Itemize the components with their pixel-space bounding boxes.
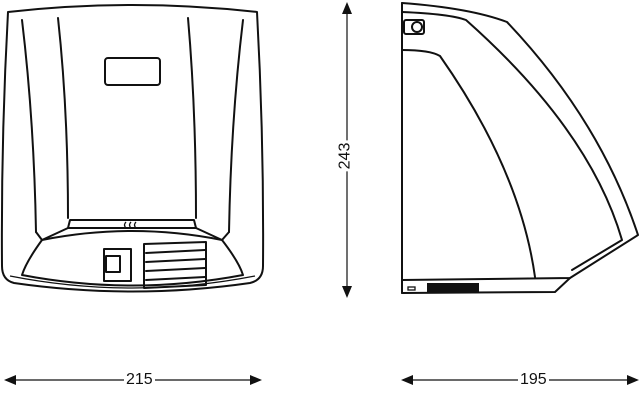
side-indicator xyxy=(407,286,416,291)
side-vent-grille xyxy=(427,283,479,292)
front-outline xyxy=(0,4,265,293)
bottom-edge-line xyxy=(9,275,256,289)
side-inner-curve xyxy=(401,11,623,271)
bottom-base-curve xyxy=(21,230,244,287)
vent-grille xyxy=(143,241,207,289)
side-view xyxy=(401,2,639,294)
width-label: 215 xyxy=(124,371,155,389)
right-side-panel-line xyxy=(228,19,244,233)
switch-housing xyxy=(103,248,132,282)
bottom-front-shelf xyxy=(35,227,230,241)
left-side-panel-line xyxy=(21,19,37,233)
front-view xyxy=(0,4,265,293)
dimension-lines xyxy=(4,2,639,385)
side-outline xyxy=(401,2,639,281)
right-center-panel-line xyxy=(187,17,197,219)
display-window xyxy=(104,57,161,86)
side-bottom-base xyxy=(401,277,571,294)
depth-label: 195 xyxy=(518,371,549,389)
heat-symbol-icon xyxy=(123,221,137,229)
air-outlet-plate xyxy=(67,219,197,229)
screw-icon xyxy=(411,21,423,33)
side-front-curve xyxy=(401,49,536,278)
left-center-panel-line xyxy=(57,17,69,219)
switch-rocker xyxy=(105,255,121,273)
height-label: 243 xyxy=(336,140,355,172)
side-screw-mount xyxy=(403,19,425,35)
